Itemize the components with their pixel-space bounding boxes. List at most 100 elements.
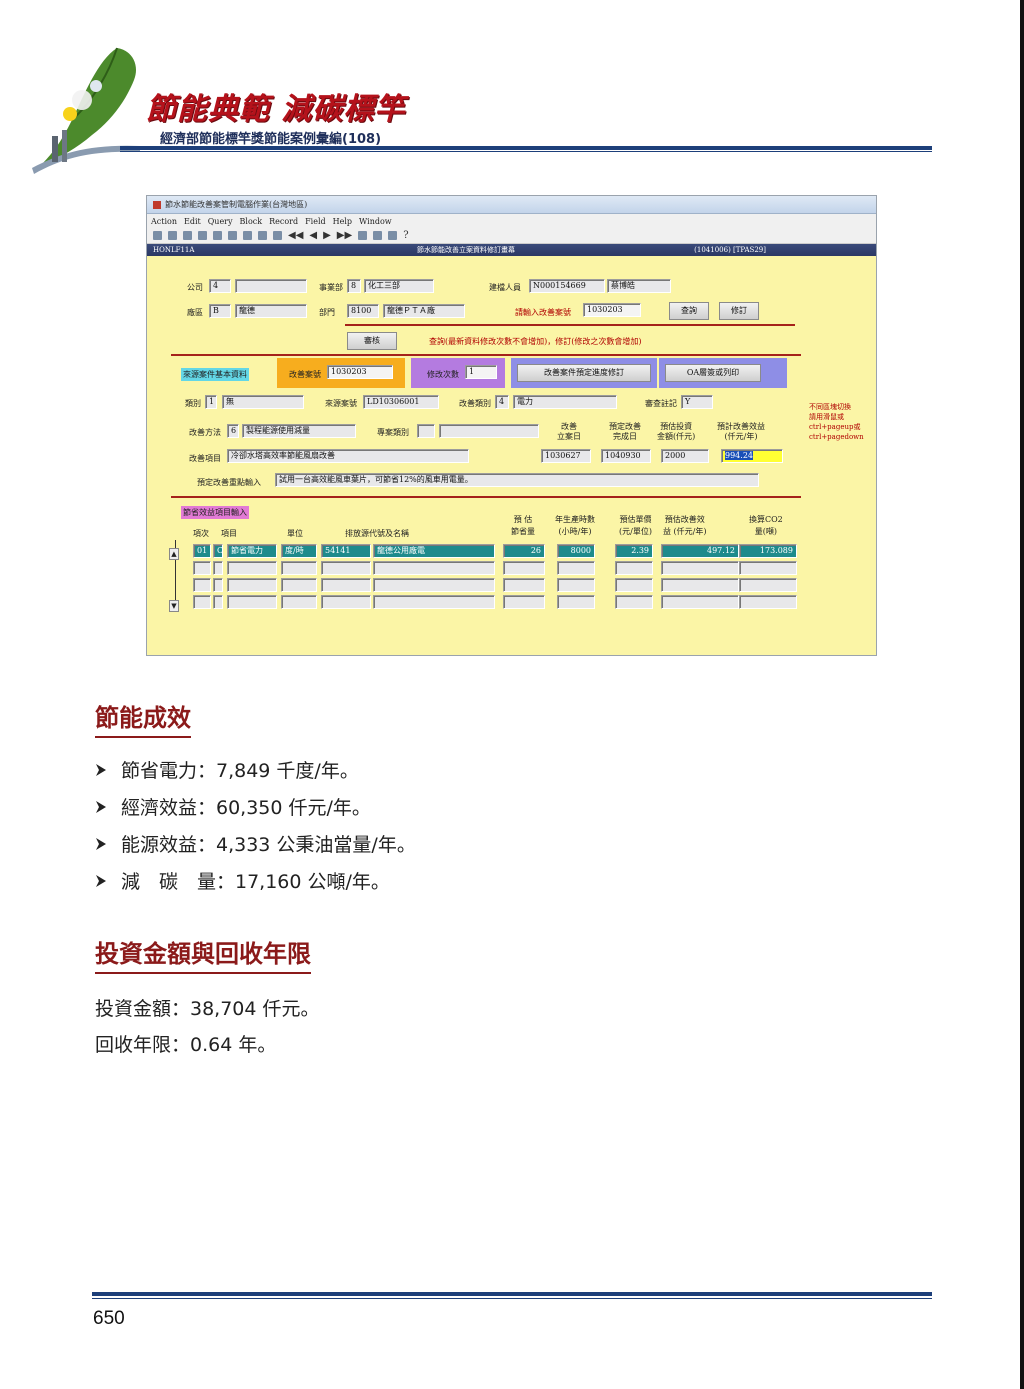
scroll-down-icon[interactable]: ▼ [169,600,179,612]
grid-cell-unit[interactable] [281,561,317,575]
grid-cell-source-name[interactable] [373,561,495,575]
builder-id-field[interactable]: N000154669 [529,279,605,293]
project-type-code-field[interactable] [417,424,435,438]
grid-cell-benefit[interactable] [661,578,739,592]
clear-record-icon[interactable] [388,231,398,240]
save-icon[interactable] [153,231,162,240]
grid-cell-co2[interactable] [739,595,797,609]
focus-field[interactable]: 試用一台高效能風車葉片，可節省12%的風車用電量。 [275,473,759,487]
help-icon[interactable]: ? [403,230,409,241]
grid-cell-price[interactable]: 2.39 [615,544,653,558]
query-button[interactable]: 查詢 [669,302,709,320]
grid-cell-unit[interactable] [281,578,317,592]
dept-code-field[interactable]: 8100 [347,304,379,318]
query-enter-icon[interactable] [243,231,252,240]
benefit-field[interactable]: 994.24 [721,449,783,463]
menu-record[interactable]: Record [269,216,299,226]
company-field[interactable]: 4 [209,279,231,293]
menu-action[interactable]: Action [151,216,177,226]
establish-date-field[interactable]: 1030627 [541,449,591,463]
grid-cell-hours[interactable] [557,578,595,592]
complete-date-field[interactable]: 1040930 [601,449,651,463]
grid-cell-saving[interactable]: 26 [503,544,545,558]
grid-cell-co2[interactable] [739,561,797,575]
grid-cell-price[interactable] [615,578,653,592]
menu-field[interactable]: Field [305,216,326,226]
menu-help[interactable]: Help [332,216,353,226]
source-field[interactable]: LD10306001 [363,395,439,409]
grid-cell-item[interactable] [227,595,277,609]
plant-area-name-field[interactable]: 龍德 [235,304,307,318]
grid-cell-co2[interactable]: 173.089 [739,544,797,558]
edit-button[interactable]: 修訂 [719,302,759,320]
grid-cell-item[interactable] [227,561,277,575]
grid-cell-source-code[interactable]: 54141 [321,544,371,558]
exit-icon[interactable] [183,231,192,240]
division-code-field[interactable]: 8 [347,279,361,293]
grid-cell-co2[interactable] [739,578,797,592]
progress-edit-button[interactable]: 改善案件預定進度修訂 [517,364,651,382]
grid-cell-benefit[interactable] [661,595,739,609]
grid-cell-item[interactable]: 節省電力 [227,544,277,558]
menu-block[interactable]: Block [239,216,263,226]
category-name-field[interactable]: 無 [222,395,304,409]
improve-type-name-field[interactable]: 電力 [513,395,617,409]
menu-query[interactable]: Query [207,216,233,226]
grid-cell-item-code[interactable] [213,578,223,592]
grid-cell-benefit[interactable]: 497.12 [661,544,739,558]
grid-cell-no[interactable] [193,595,211,609]
next-record-icon[interactable]: ▶ [323,230,331,241]
grid-cell-hours[interactable] [557,595,595,609]
grid-cell-item-code[interactable]: C [213,544,223,558]
delete-record-icon[interactable] [373,231,383,240]
company-name-field[interactable] [235,279,307,293]
grid-cell-unit[interactable] [281,595,317,609]
review-button[interactable]: 審核 [347,332,397,350]
revision-field[interactable]: 1 [465,365,497,379]
prev-record-icon[interactable]: ◀ [309,230,318,241]
query-execute-icon[interactable] [258,231,267,240]
division-name-field[interactable]: 化工三部 [364,279,434,293]
grid-cell-benefit[interactable] [661,561,739,575]
case-no-field[interactable]: 1030203 [327,365,393,379]
grid-cell-saving[interactable] [503,561,545,575]
scroll-up-icon[interactable]: ▲ [169,548,179,560]
grid-cell-source-code[interactable] [321,578,371,592]
paste-icon[interactable] [228,231,237,240]
invest-amount-field[interactable]: 2000 [661,449,709,463]
item-field[interactable]: 冷卻水塔高效率節能風扇改善 [227,449,469,463]
grid-cell-item-code[interactable] [213,561,223,575]
improve-type-code-field[interactable]: 4 [495,395,509,409]
grid-cell-unit[interactable]: 度/時 [281,544,317,558]
grid-cell-source-name[interactable] [373,595,495,609]
grid-cell-hours[interactable]: 8000 [557,544,595,558]
grid-cell-source-code[interactable] [321,595,371,609]
grid-cell-saving[interactable] [503,578,545,592]
grid-cell-no[interactable] [193,561,211,575]
grid-cell-source-code[interactable] [321,561,371,575]
grid-cell-source-name[interactable]: 龍德公用廠電 [373,544,495,558]
menu-edit[interactable]: Edit [184,216,201,226]
menu-window[interactable]: Window [359,216,392,226]
print-icon[interactable] [168,231,177,240]
oa-print-button[interactable]: OA層簽或列印 [665,364,761,382]
grid-cell-source-name[interactable] [373,578,495,592]
last-record-icon[interactable]: ▶▶ [336,230,353,241]
grid-cell-no[interactable]: 01 [193,544,211,558]
grid-cell-saving[interactable] [503,595,545,609]
first-record-icon[interactable]: ◀◀ [288,230,304,241]
grid-cell-item[interactable] [227,578,277,592]
method-code-field[interactable]: 6 [227,424,239,438]
case-prompt-input[interactable]: 1030203 [583,303,641,317]
grid-cell-no[interactable] [193,578,211,592]
audit-field[interactable]: Y [681,395,713,409]
grid-cell-item-code[interactable] [213,595,223,609]
plant-area-code-field[interactable]: B [209,304,231,318]
grid-cell-hours[interactable] [557,561,595,575]
query-cancel-icon[interactable] [273,231,282,240]
project-type-name-field[interactable] [439,424,539,438]
insert-record-icon[interactable] [358,231,368,240]
dept-name-field[interactable]: 龍德ＰＴＡ廠 [383,304,465,318]
category-code-field[interactable]: 1 [205,395,217,409]
builder-name-field[interactable]: 蔡博皓 [607,279,671,293]
